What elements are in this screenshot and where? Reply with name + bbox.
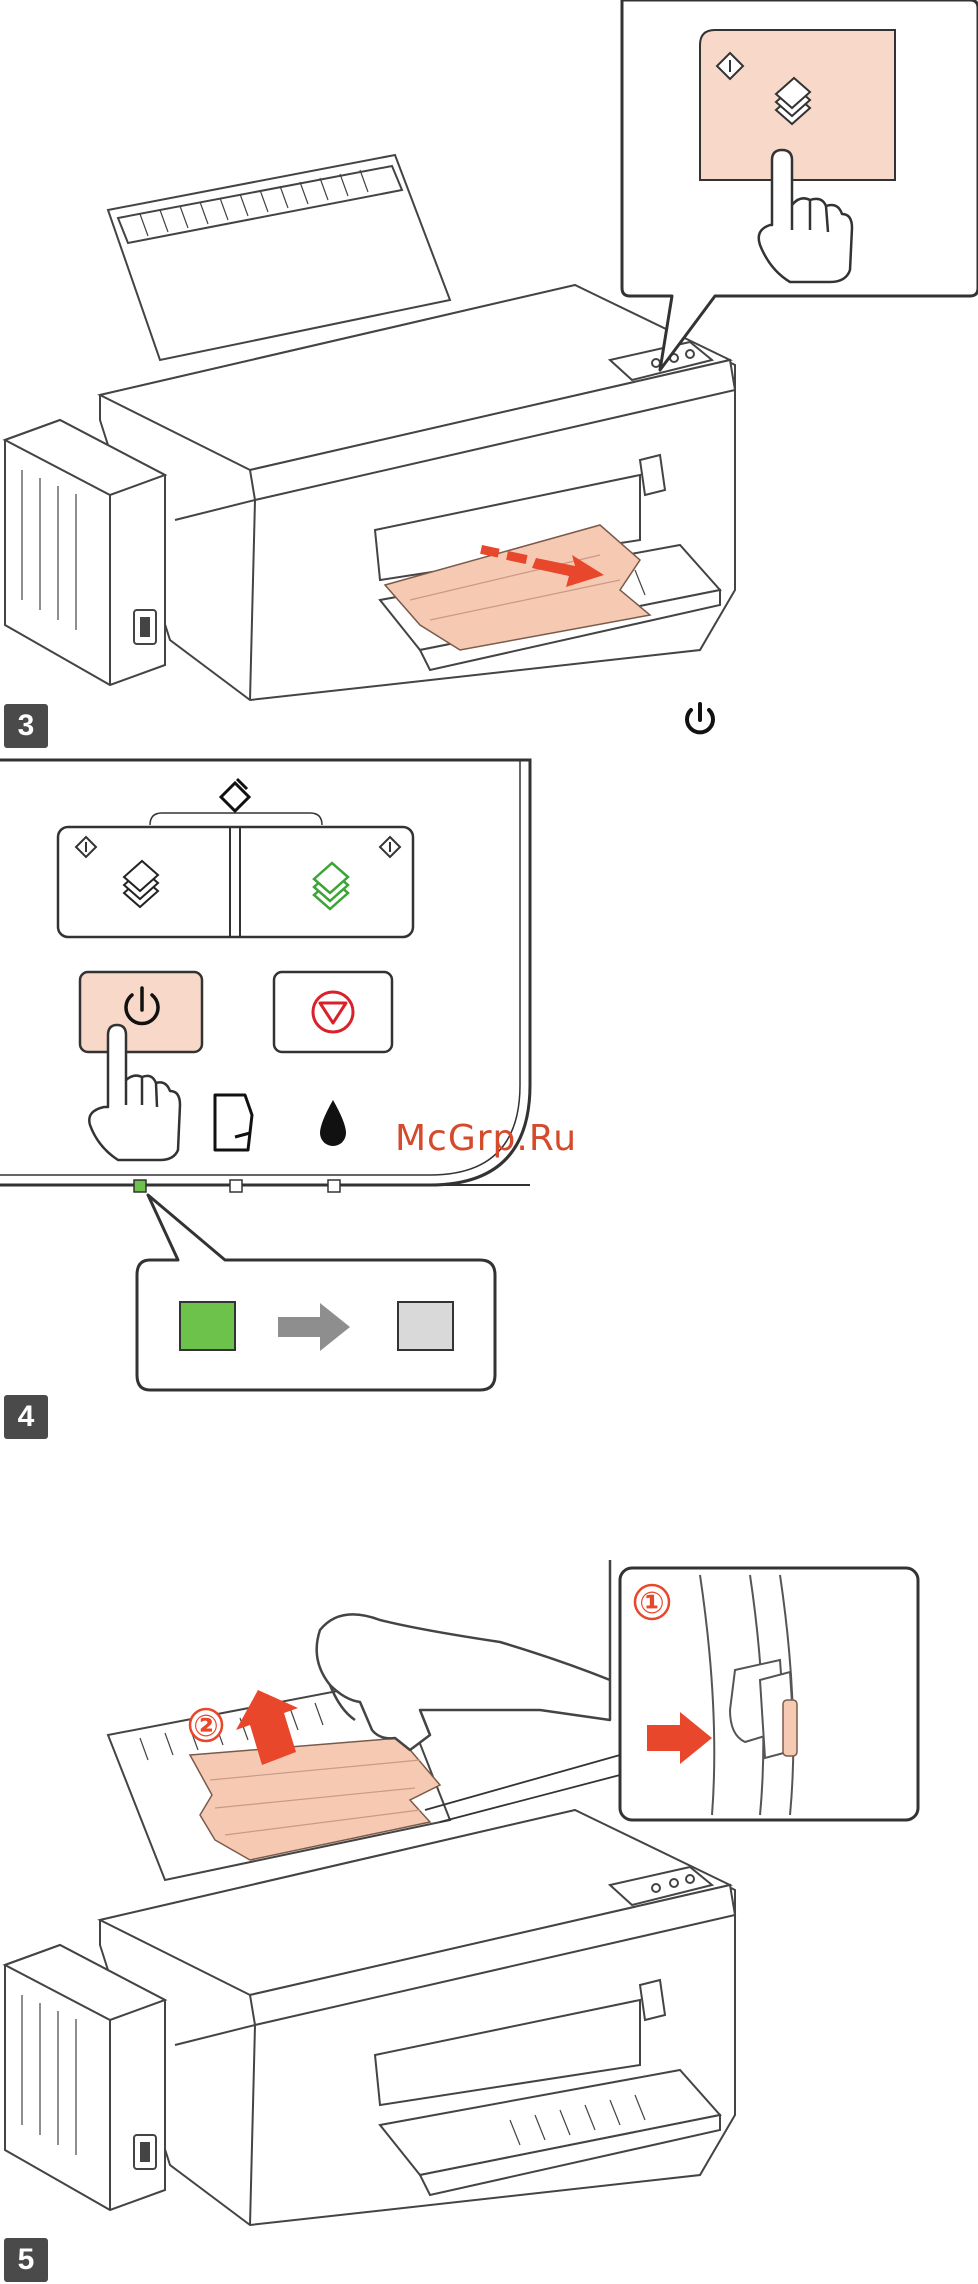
step-5-panel: ②	[0, 1560, 978, 2284]
step-3-panel	[0, 0, 978, 740]
callout-2-label: ②	[193, 1709, 218, 1744]
step-4-badge: 4	[4, 1395, 48, 1439]
printer-illustration-step3	[0, 0, 978, 740]
control-panel-illustration	[0, 755, 978, 1455]
jammed-paper	[190, 1738, 440, 1860]
step-3-badge: 3	[4, 704, 48, 748]
power-icon	[681, 700, 719, 740]
printer-illustration-step5: ②	[0, 1560, 978, 2284]
step-5-badge: 5	[4, 2238, 48, 2282]
watermark: McGrp.Ru	[395, 1118, 577, 1159]
callout-1-label: ①	[639, 1586, 664, 1621]
step-4-panel	[0, 755, 978, 1455]
